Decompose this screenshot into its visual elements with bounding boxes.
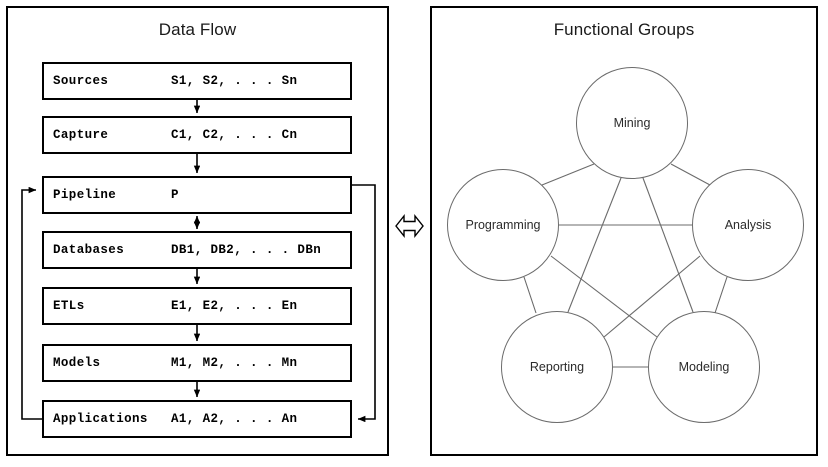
group-circle-modeling[interactable]: Modeling <box>648 311 760 423</box>
group-label-reporting: Reporting <box>529 360 585 374</box>
flow-value-models: M1, M2, . . . Mn <box>171 356 298 370</box>
group-label-modeling: Modeling <box>678 360 730 374</box>
group-label-programming: Programming <box>465 218 541 232</box>
functional-groups-title: Functional Groups <box>553 20 695 39</box>
flow-value-databases: DB1, DB2, . . . DBn <box>171 243 322 257</box>
flow-row-applications[interactable]: Applications A1, A2, . . . An <box>42 400 352 438</box>
flow-label-models: Models <box>53 356 101 370</box>
flow-row-pipeline[interactable]: Pipeline P <box>42 176 352 214</box>
flow-label-applications: Applications <box>53 412 148 426</box>
group-label-analysis: Analysis <box>724 218 772 232</box>
flow-label-sources: Sources <box>53 74 109 88</box>
flow-row-etls[interactable]: ETLs E1, E2, . . . En <box>42 287 352 325</box>
group-circle-reporting[interactable]: Reporting <box>501 311 613 423</box>
flow-row-capture[interactable]: Capture C1, C2, . . . Cn <box>42 116 352 154</box>
group-circle-programming[interactable]: Programming <box>447 169 559 281</box>
flow-value-pipeline: P <box>171 188 179 202</box>
group-circle-mining[interactable]: Mining <box>576 67 688 179</box>
flow-row-models[interactable]: Models M1, M2, . . . Mn <box>42 344 352 382</box>
flow-label-capture: Capture <box>53 128 109 142</box>
group-label-mining: Mining <box>613 116 651 130</box>
flow-value-sources: S1, S2, . . . Sn <box>171 74 298 88</box>
group-circle-analysis[interactable]: Analysis <box>692 169 804 281</box>
flow-label-etls: ETLs <box>53 299 85 313</box>
double-headed-arrow-icon <box>395 214 424 238</box>
flow-value-applications: A1, A2, . . . An <box>171 412 298 426</box>
flow-label-databases: Databases <box>53 243 125 257</box>
flow-label-pipeline: Pipeline <box>53 188 117 202</box>
flow-row-sources[interactable]: Sources S1, S2, . . . Sn <box>42 62 352 100</box>
data-flow-title: Data Flow <box>158 20 237 39</box>
flow-value-capture: C1, C2, . . . Cn <box>171 128 298 142</box>
flow-value-etls: E1, E2, . . . En <box>171 299 298 313</box>
flow-row-databases[interactable]: Databases DB1, DB2, . . . DBn <box>42 231 352 269</box>
